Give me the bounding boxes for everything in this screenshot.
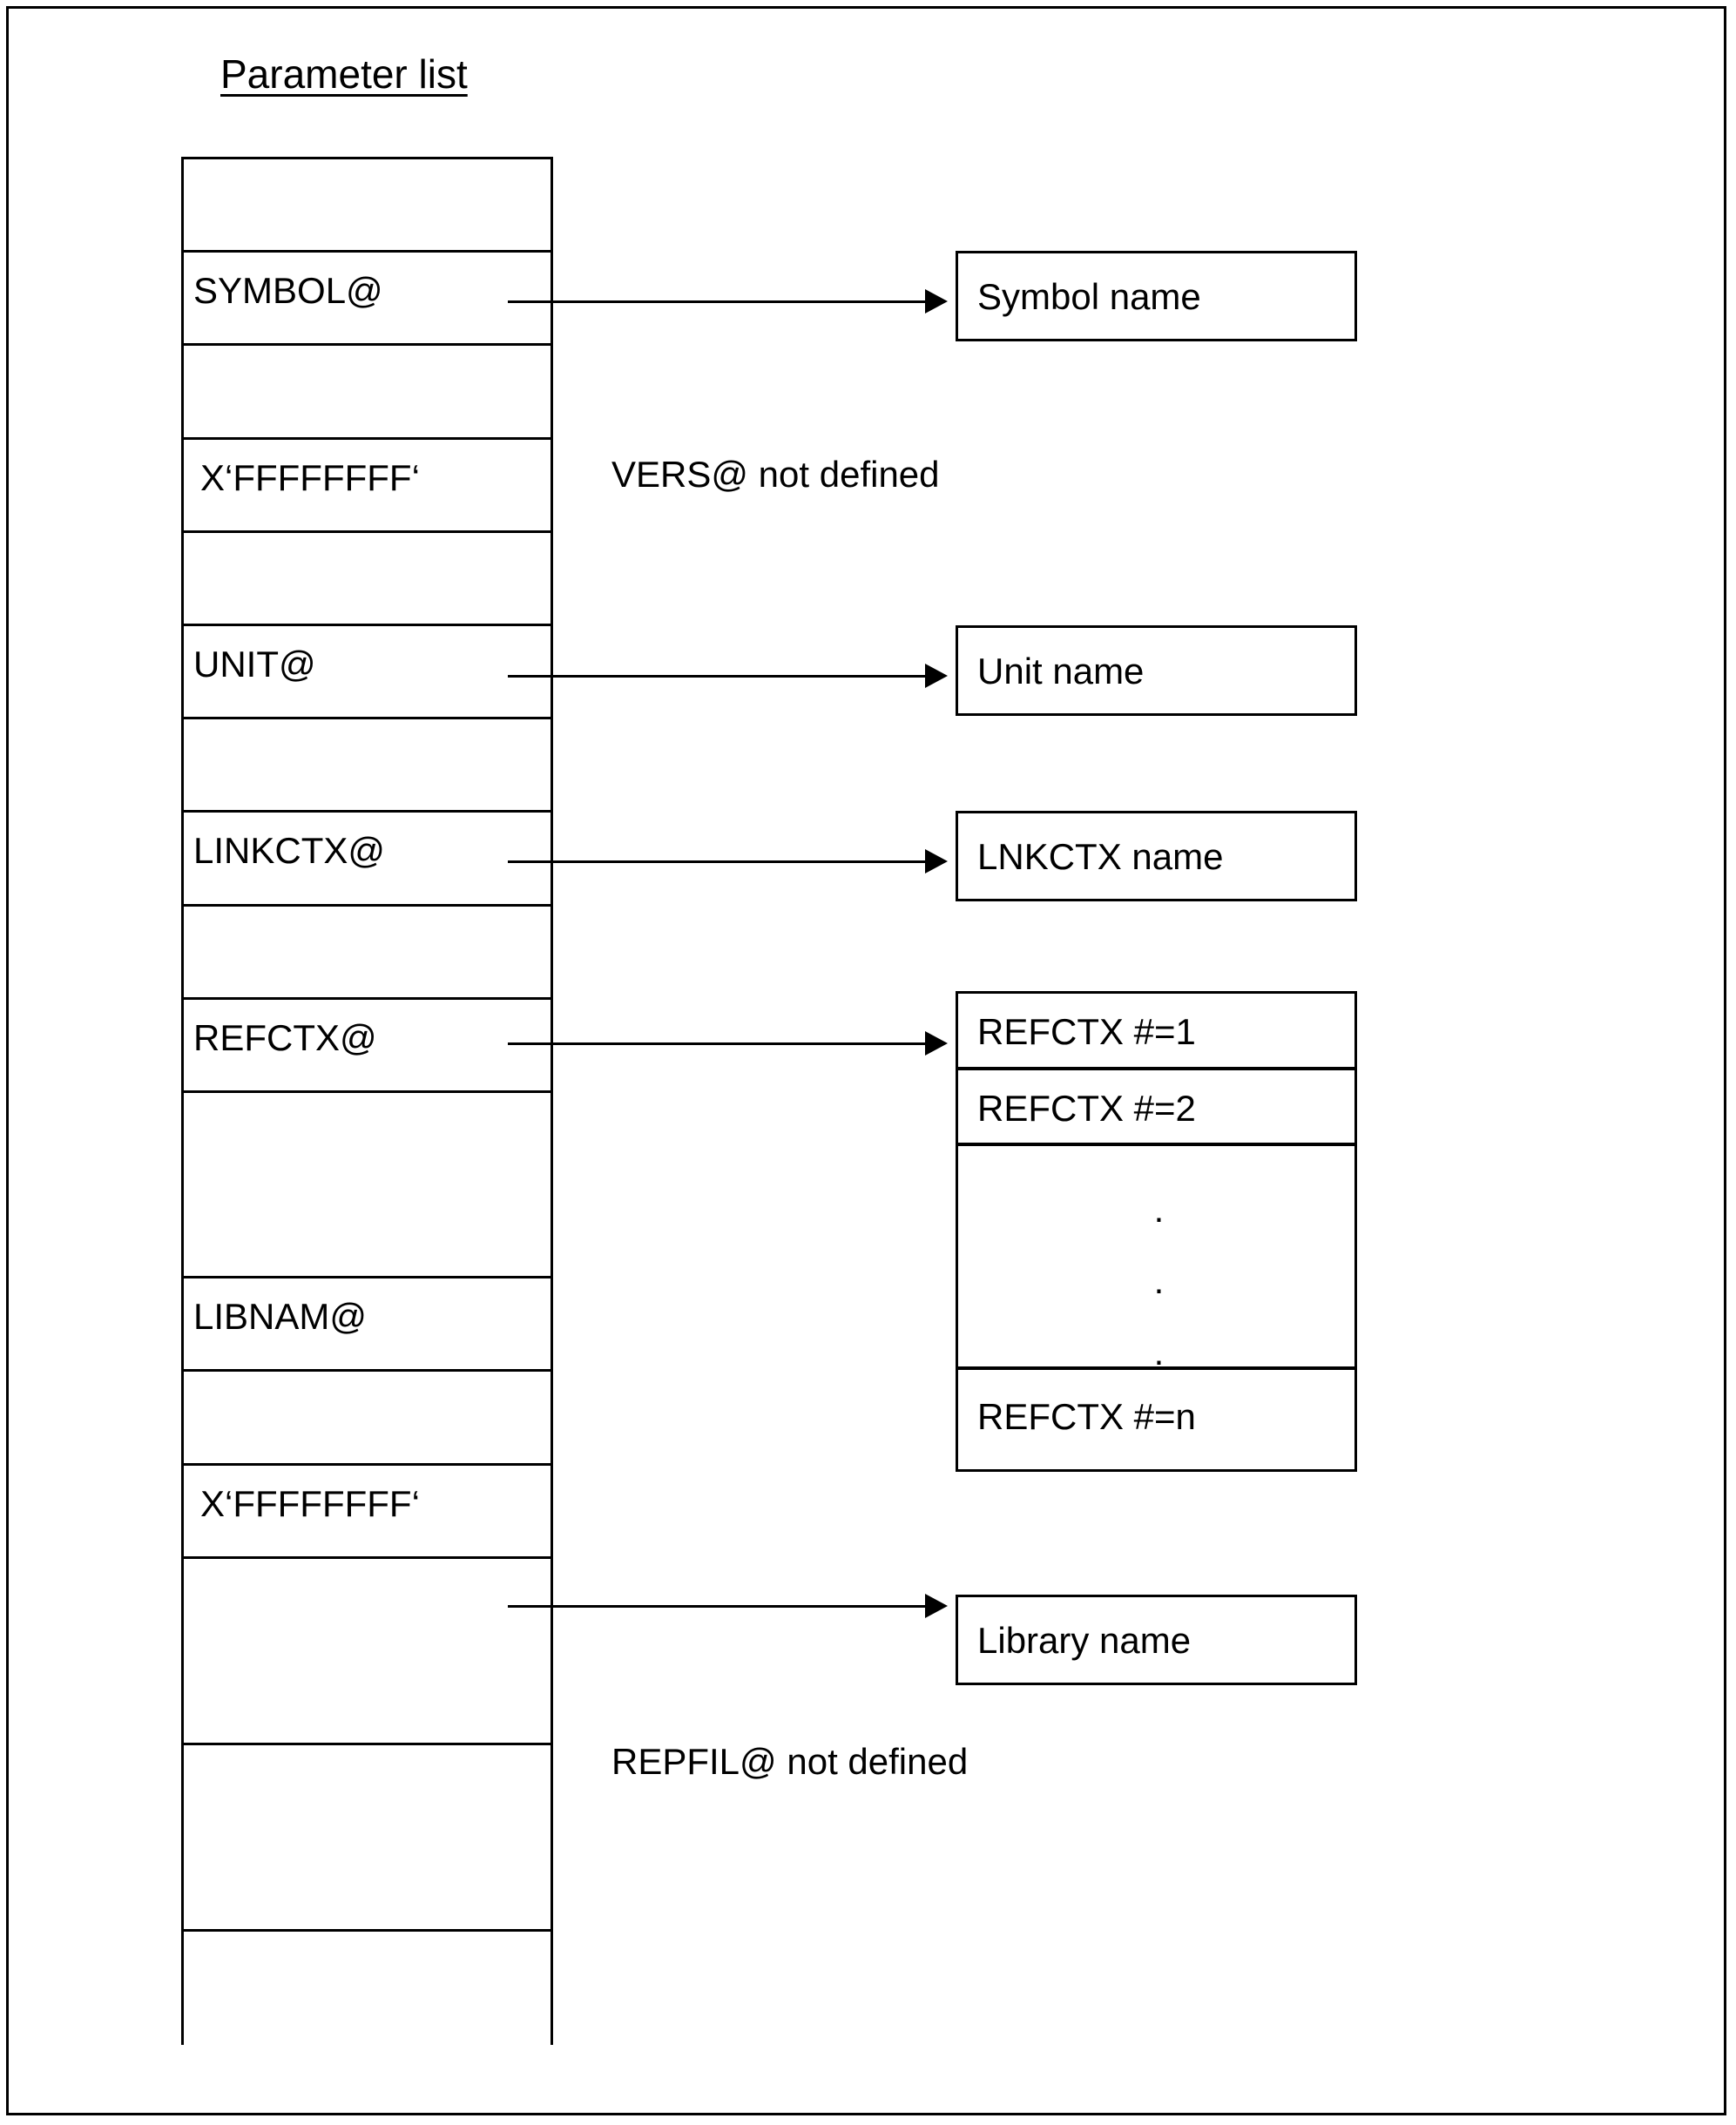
arrow-head-linkctx: [925, 849, 948, 874]
page-title: Parameter list: [220, 51, 468, 97]
arrow-line-libnam: [508, 1605, 927, 1608]
table-cell-linkctx-ptr: LINKCTX@: [193, 830, 386, 871]
arrow-line-refctx: [508, 1042, 927, 1045]
table-right-rail: [551, 157, 553, 2045]
target-box-unit-name: Unit name: [956, 625, 1357, 716]
target-box-symbol-name-label: Symbol name: [977, 276, 1201, 317]
table-cell-symbol-ptr: SYMBOL@: [193, 270, 383, 311]
table-left-rail: [181, 157, 184, 2045]
table-divider: [181, 1090, 553, 1093]
target-box-unit-name-label: Unit name: [977, 651, 1145, 691]
refctx-stack-item-n-label: REFCTX #=n: [977, 1396, 1196, 1437]
table-divider: [181, 437, 553, 440]
arrow-line-unit: [508, 675, 927, 678]
table-cell-repfil-value: X‘FFFFFFFF‘: [200, 1483, 420, 1524]
table-divider: [181, 1556, 553, 1559]
table-divider: [181, 1743, 553, 1745]
table-cell-refctx-ptr: REFCTX@: [193, 1017, 377, 1058]
table-divider: [181, 250, 553, 253]
table-divider: [181, 624, 553, 626]
annotation-vers-not-defined: VERS@ not defined: [611, 454, 940, 495]
refctx-stack-item-n: REFCTX #=n: [956, 1367, 1357, 1472]
table-divider: [181, 717, 553, 719]
target-box-lnkctx-name-label: LNKCTX name: [977, 836, 1224, 877]
arrow-line-linkctx: [508, 860, 927, 863]
table-cell-unit-ptr: UNIT@: [193, 644, 316, 685]
target-box-library-name: Library name: [956, 1595, 1357, 1685]
table-cell-libnam-ptr: LIBNAM@: [193, 1296, 368, 1337]
table-divider: [181, 1929, 553, 1932]
table-divider: [181, 904, 553, 907]
refctx-stack-item-1-label: REFCTX #=1: [977, 1011, 1196, 1052]
arrow-head-symbol: [925, 289, 948, 314]
target-box-symbol-name: Symbol name: [956, 251, 1357, 341]
target-box-library-name-label: Library name: [977, 1620, 1192, 1661]
ellipsis-dot-1: .: [1153, 1189, 1165, 1230]
table-divider: [181, 997, 553, 1000]
annotation-repfil-not-defined: REPFIL@ not defined: [611, 1741, 969, 1782]
refctx-stack-item-1: REFCTX #=1: [956, 991, 1357, 1069]
table-divider: [181, 1369, 553, 1372]
arrow-line-symbol: [508, 300, 927, 303]
table-cell-vers-value: X‘FFFFFFFF‘: [200, 457, 420, 498]
refctx-stack-ellipsis-cell: . . .: [956, 1143, 1357, 1373]
table-divider: [181, 343, 553, 346]
table-divider: [181, 1463, 553, 1466]
refctx-stack-item-2: REFCTX #=2: [956, 1068, 1357, 1145]
target-box-lnkctx-name: LNKCTX name: [956, 811, 1357, 901]
ellipsis-dot-3: .: [1153, 1332, 1165, 1373]
refctx-stack-item-2-label: REFCTX #=2: [977, 1088, 1196, 1129]
table-divider: [181, 530, 553, 533]
table-divider: [181, 810, 553, 813]
arrow-head-refctx: [925, 1031, 948, 1056]
arrow-head-libnam: [925, 1594, 948, 1618]
page-border: [6, 6, 1726, 2115]
arrow-head-unit: [925, 664, 948, 688]
ellipsis-dot-2: .: [1153, 1260, 1165, 1301]
parameter-list-table: SYMBOL@ X‘FFFFFFFF‘ UNIT@ LINKCTX@ REFCT…: [181, 157, 553, 2045]
table-divider: [181, 1276, 553, 1278]
table-divider: [181, 157, 553, 159]
